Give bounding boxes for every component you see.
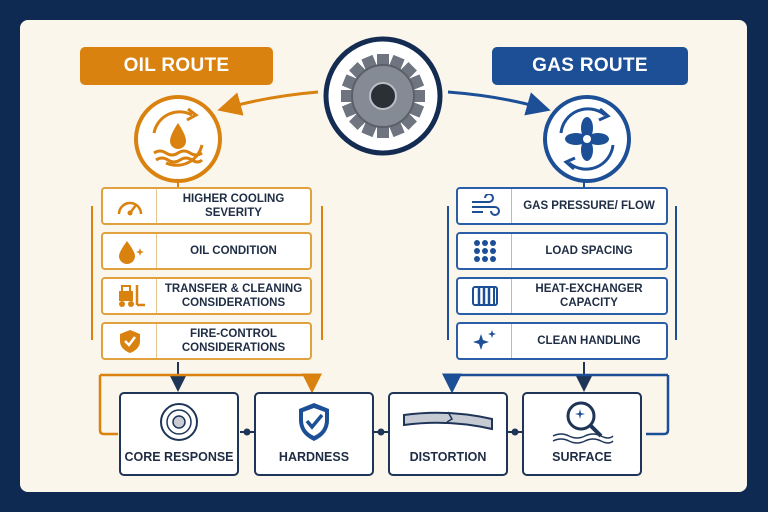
oil-drop-icon <box>103 234 157 268</box>
dot-grid-icon <box>458 234 512 268</box>
result-label: CORE RESPONSE <box>124 450 234 464</box>
oil-item-fire-control: FIRE-CONTROL CONSIDERATIONS <box>101 322 312 360</box>
result-label: DISTORTION <box>409 450 487 464</box>
forklift-icon <box>103 279 157 313</box>
bent-bar-icon <box>398 394 498 450</box>
gas-route-title: GAS ROUTE <box>492 47 688 85</box>
gas-item-label: GAS PRESSURE/ FLOW <box>523 200 655 212</box>
result-distortion: DISTORTION <box>388 392 508 476</box>
radiator-icon <box>458 279 512 313</box>
gas-item-label: CLEAN HANDLING <box>537 335 641 347</box>
gear-icon <box>323 36 443 156</box>
oil-bath-icon <box>134 95 222 183</box>
oil-item-transfer-cleaning: TRANSFER & CLEANING CONSIDERATIONS <box>101 277 312 315</box>
gas-item-pressure-flow: GAS PRESSURE/ FLOW <box>456 187 668 225</box>
shield-check-icon <box>103 324 157 358</box>
result-core-response: CORE RESPONSE <box>119 392 239 476</box>
gas-item-heat-exchanger: HEAT-EXCHANGER CAPACITY <box>456 277 668 315</box>
result-label: HARDNESS <box>278 450 350 464</box>
result-surface: SURFACE <box>522 392 642 476</box>
oil-item-cooling-severity: HIGHER COOLING SEVERITY <box>101 187 312 225</box>
gas-item-load-spacing: LOAD SPACING <box>456 232 668 270</box>
sparkle-icon <box>458 324 512 358</box>
wind-icon <box>458 189 512 223</box>
magnifier-icon <box>547 394 617 450</box>
gas-item-label: HEAT-EXCHANGER CAPACITY <box>535 283 643 309</box>
fan-icon <box>543 95 631 183</box>
gas-item-label: LOAD SPACING <box>545 245 633 257</box>
core-target-icon <box>157 394 201 450</box>
oil-route-title: OIL ROUTE <box>80 47 273 85</box>
result-hardness: HARDNESS <box>254 392 374 476</box>
oil-item-oil-condition: OIL CONDITION <box>101 232 312 270</box>
result-label: SURFACE <box>552 450 612 464</box>
oil-item-label: OIL CONDITION <box>190 245 277 257</box>
oil-item-label: HIGHER COOLING SEVERITY <box>182 193 285 219</box>
oil-item-label: FIRE-CONTROL CONSIDERATIONS <box>181 328 286 354</box>
hardness-shield-icon <box>294 394 334 450</box>
oil-item-label: TRANSFER & CLEANING CONSIDERATIONS <box>164 283 303 309</box>
gas-item-clean-handling: CLEAN HANDLING <box>456 322 668 360</box>
gauge-icon <box>103 189 157 223</box>
